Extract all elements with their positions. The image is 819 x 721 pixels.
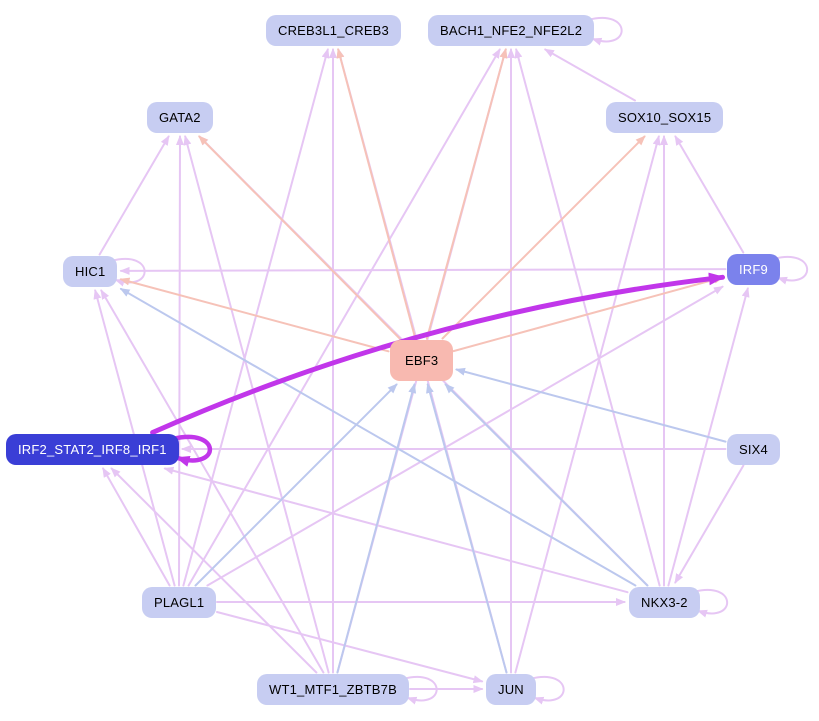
node-SOX10_SOX15[interactable]: SOX10_SOX15 — [606, 102, 724, 133]
edge-EBF3-to-HIC1[interactable] — [119, 277, 389, 351]
edge-NKX3-2-to-BACH1_NFE2_NFE2L2[interactable] — [514, 48, 659, 586]
edge-WT1_MTF1_ZBTB7B-to-GATA2[interactable] — [183, 135, 328, 673]
node-label: SIX4 — [739, 442, 768, 457]
edge-EBF3-to-GATA2[interactable] — [198, 135, 399, 339]
node-IRF2_STAT2_IRF8_IRF1[interactable]: IRF2_STAT2_IRF8_IRF1 — [6, 434, 179, 465]
node-JUN[interactable]: JUN — [486, 674, 536, 705]
node-label: SOX10_SOX15 — [618, 110, 712, 125]
edge-WT1_MTF1_ZBTB7B-to-EBF3[interactable] — [337, 383, 417, 673]
node-label: CREB3L1_CREB3 — [278, 23, 389, 38]
node-CREB3L1_CREB3[interactable]: CREB3L1_CREB3 — [266, 15, 401, 46]
node-GATA2[interactable]: GATA2 — [147, 102, 213, 133]
node-EBF3[interactable]: EBF3 — [390, 340, 454, 381]
edge-JUN-to-EBF3[interactable] — [426, 383, 507, 673]
edge-EBF3-to-IRF9[interactable] — [454, 275, 724, 351]
edge-BACH1_NFE2_NFE2L2-to-BACH1_NFE2_NFE2L2[interactable] — [588, 18, 622, 46]
node-IRF9[interactable]: IRF9 — [727, 254, 780, 285]
edge-IRF9-to-IRF9[interactable] — [774, 257, 808, 285]
node-label: EBF3 — [405, 353, 439, 368]
edge-HIC1-to-GATA2[interactable] — [100, 135, 169, 255]
edge-SIX4-to-NKX3-2[interactable] — [675, 466, 743, 584]
edge-PLAGL1-to-IRF2_STAT2_IRF8_IRF1[interactable] — [103, 467, 170, 586]
node-label: GATA2 — [159, 110, 201, 125]
node-PLAGL1[interactable]: PLAGL1 — [142, 587, 217, 618]
node-label: IRF9 — [739, 262, 768, 277]
edge-JUN-to-JUN[interactable] — [530, 677, 564, 705]
node-label: HIC1 — [75, 264, 106, 279]
edge-PLAGL1-to-GATA2[interactable] — [175, 135, 184, 586]
edge-IRF2_STAT2_IRF8_IRF1-to-IRF9[interactable] — [153, 272, 723, 432]
edge-IRF2_STAT2_IRF8_IRF1-to-IRF2_STAT2_IRF8_IRF1[interactable] — [173, 437, 210, 467]
node-SIX4[interactable]: SIX4 — [727, 434, 780, 465]
edge-NKX3-2-to-EBF3[interactable] — [444, 383, 648, 586]
node-NKX3-2[interactable]: NKX3-2 — [629, 587, 700, 618]
node-label: JUN — [498, 682, 524, 697]
edge-SOX10_SOX15-to-BACH1_NFE2_NFE2L2[interactable] — [543, 50, 635, 101]
edge-PLAGL1-to-CREB3L1_CREB3[interactable] — [183, 48, 330, 586]
edge-SIX4-to-EBF3[interactable] — [455, 367, 726, 442]
node-BACH1_NFE2_NFE2L2[interactable]: BACH1_NFE2_NFE2L2 — [428, 15, 595, 46]
node-label: IRF2_STAT2_IRF8_IRF1 — [18, 442, 167, 457]
node-WT1_MTF1_ZBTB7B[interactable]: WT1_MTF1_ZBTB7B — [257, 674, 409, 705]
edge-NKX3-2-to-HIC1[interactable] — [119, 289, 635, 586]
edge-PLAGL1-to-JUN[interactable] — [217, 612, 484, 684]
node-label: BACH1_NFE2_NFE2L2 — [440, 23, 583, 38]
edge-WT1_MTF1_ZBTB7B-to-IRF2_STAT2_IRF8_IRF1[interactable] — [110, 467, 317, 673]
node-label: WT1_MTF1_ZBTB7B — [269, 682, 397, 697]
node-label: NKX3-2 — [641, 595, 688, 610]
edge-IRF9-to-SOX10_SOX15[interactable] — [675, 135, 743, 253]
edge-EBF3-to-BACH1_NFE2_NFE2L2[interactable] — [427, 48, 508, 339]
node-HIC1[interactable]: HIC1 — [63, 256, 118, 287]
edge-PLAGL1-to-BACH1_NFE2_NFE2L2[interactable] — [189, 48, 500, 586]
node-label: PLAGL1 — [154, 595, 205, 610]
edge-IRF9-to-HIC1[interactable] — [119, 266, 726, 275]
edge-group — [93, 18, 808, 705]
edge-PLAGL1-to-IRF9[interactable] — [207, 287, 724, 586]
edge-PLAGL1-to-EBF3[interactable] — [196, 383, 398, 586]
edge-EBF3-to-CREB3L1_CREB3[interactable] — [336, 48, 415, 339]
edge-EBF3-to-SOX10_SOX15[interactable] — [443, 135, 646, 339]
edge-WT1_MTF1_ZBTB7B-to-WT1_MTF1_ZBTB7B[interactable] — [403, 677, 437, 705]
edge-NKX3-2-to-NKX3-2[interactable] — [694, 590, 728, 618]
edge-NKX3-2-to-IRF2_STAT2_IRF8_IRF1[interactable] — [163, 466, 628, 593]
